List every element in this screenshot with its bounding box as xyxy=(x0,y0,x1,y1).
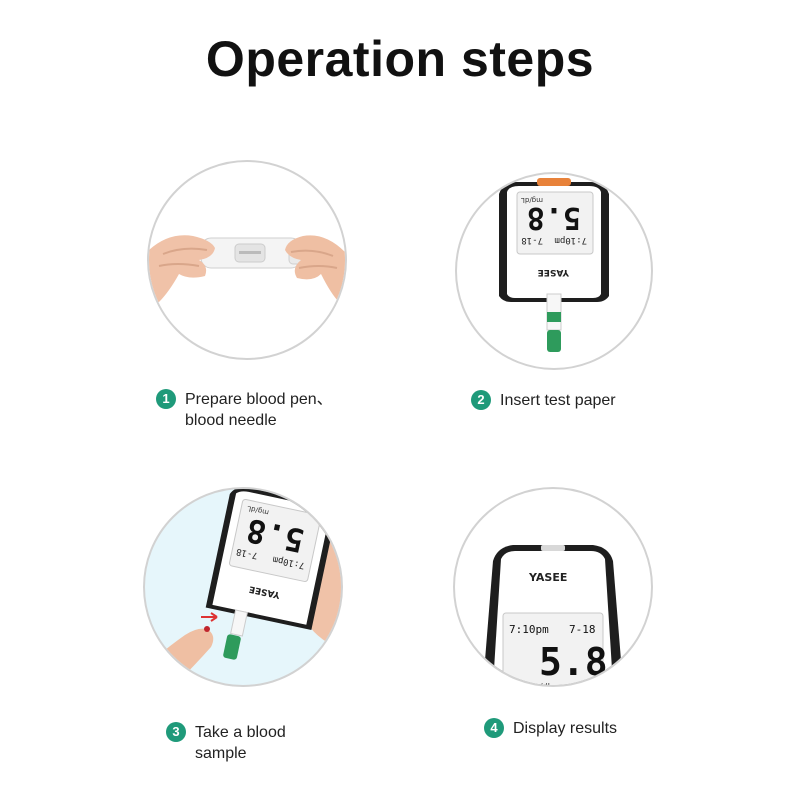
step-number-badge: 1 xyxy=(156,389,176,409)
step-3-caption: 3 Take a blood sample xyxy=(166,722,286,764)
step-4-caption: 4 Display results xyxy=(484,718,617,739)
step-2-caption: 2 Insert test paper xyxy=(471,390,616,411)
step-number-badge: 3 xyxy=(166,722,186,742)
meter-unit: mg/dL xyxy=(527,682,553,685)
step-2-image: 7:10pm 7-18 5.8 mg/dL YASEE xyxy=(455,172,653,370)
meter-time-small: 7:10pm xyxy=(554,235,587,245)
step-number-badge: 2 xyxy=(471,390,491,410)
step-1-caption: 1 Prepare blood pen、 blood needle xyxy=(156,389,333,431)
meter-brand-small: YASEE xyxy=(538,267,570,277)
step-3-image: 7:10pm 7-18 5.8 mg/dL YASEE xyxy=(143,487,343,687)
meter-reading: 5.8 xyxy=(539,640,608,684)
step-4-image: YASEE 7:10pm 7-18 5.8 mg/dL xyxy=(453,487,653,687)
step-label: Take a blood sample xyxy=(195,724,286,762)
meter-date-s3: 7-18 xyxy=(235,546,258,560)
meter-brand: YASEE xyxy=(528,571,567,584)
step-1-image xyxy=(147,160,347,360)
step-label: Display results xyxy=(513,720,618,737)
step-label: Insert test paper xyxy=(500,392,616,409)
meter-reading-small: 5.8 xyxy=(527,200,581,235)
meter-time: 7:10pm xyxy=(509,623,549,636)
meter-date: 7-18 xyxy=(569,623,596,636)
page-title: Operation steps xyxy=(205,31,595,87)
step-number-badge: 4 xyxy=(484,718,504,738)
meter-date-small: 7-18 xyxy=(521,235,543,245)
meter-unit-small: mg/dL xyxy=(521,196,543,204)
step-label: Prepare blood pen、 blood needle xyxy=(185,391,333,429)
